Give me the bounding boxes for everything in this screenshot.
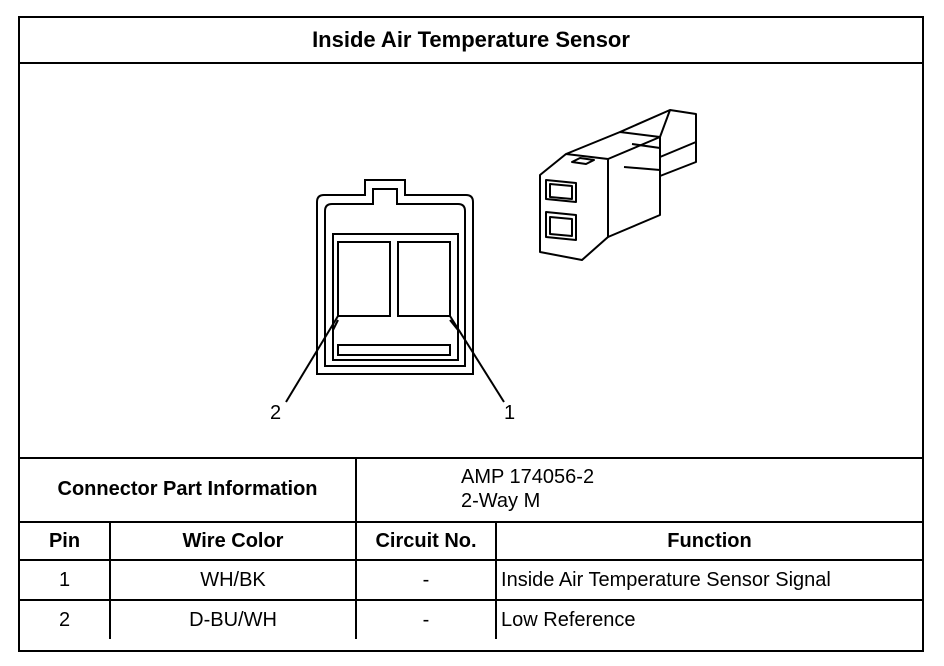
cell-wire-color: WH/BK (108, 559, 358, 601)
cell-pin: 1 (20, 559, 111, 601)
pin-1-cavity (397, 241, 451, 317)
table-header-row: Pin Wire Color Circuit No. Function (20, 521, 923, 561)
cell-wire-color: D-BU/WH (108, 599, 358, 639)
pin-1-leader (449, 315, 505, 403)
table-row: 1 WH/BK - Inside Air Temperature Sensor … (20, 559, 923, 601)
cell-function: Inside Air Temperature Sensor Signal (495, 559, 923, 601)
connector-cavity-frame (332, 233, 459, 361)
connector-outer-housing (316, 179, 474, 375)
header-function: Function (495, 521, 923, 561)
cell-function: Low Reference (495, 599, 923, 639)
connector-part-row: Connector Part Information AMP 174056-2 … (20, 457, 923, 523)
pin-label-1: 1 (504, 402, 516, 424)
header-pin: Pin (20, 521, 111, 561)
table-row: 2 D-BU/WH - Low Reference (20, 599, 923, 639)
pin-label-2: 2 (270, 402, 282, 424)
connector-key-slot (337, 344, 451, 356)
connector-part-value: AMP 174056-2 2-Way M (355, 457, 923, 523)
cell-circuit: - (355, 559, 498, 601)
pin-2-leader (285, 315, 339, 403)
header-wire-color: Wire Color (108, 521, 358, 561)
connector-description: 2-Way M (461, 490, 541, 512)
cell-circuit: - (355, 599, 498, 639)
connector-isometric-view (539, 109, 697, 261)
header-circuit: Circuit No. (355, 521, 498, 561)
pinout-table: Connector Part Information AMP 174056-2 … (20, 457, 923, 639)
sheet-title: Inside Air Temperature Sensor (20, 18, 922, 64)
pin-2-cavity (337, 241, 391, 317)
connector-part-label: Connector Part Information (20, 457, 358, 523)
connector-figure: 2 1 (20, 62, 922, 459)
connector-sheet: Inside Air Temperature Sensor (18, 16, 924, 652)
cell-pin: 2 (20, 599, 111, 639)
connector-drawing (285, 109, 697, 403)
connector-part-number: AMP 174056-2 (461, 466, 595, 488)
connector-inner-housing (324, 188, 466, 367)
